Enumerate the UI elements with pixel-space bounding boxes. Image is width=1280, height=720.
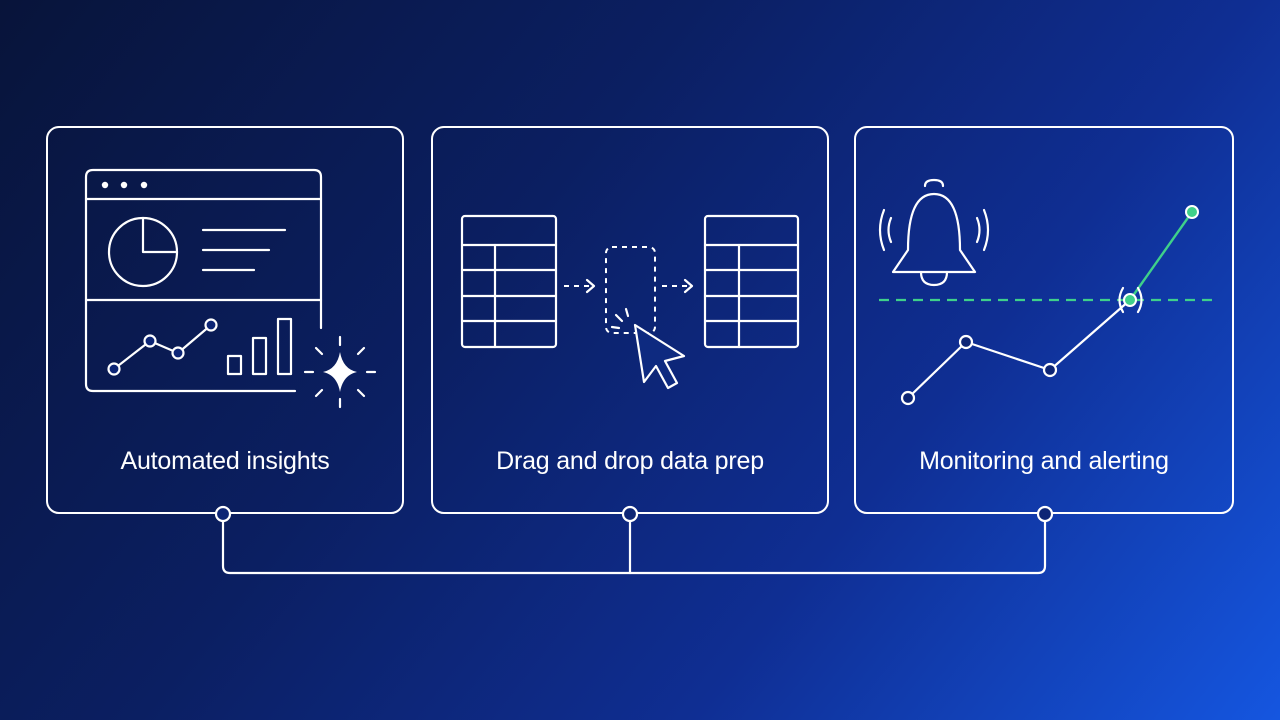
label-monitoring-alerting: Monitoring and alerting (919, 447, 1169, 475)
connector-node-1 (214, 505, 232, 523)
dashboard-sparkle-icon (84, 168, 377, 409)
connector-node-2 (621, 505, 639, 523)
table-drag-drop-icon (460, 214, 800, 390)
label-automated-insights: Automated insights (120, 447, 330, 475)
connector-lines (221, 512, 1047, 575)
bell-alert-chart-icon (878, 178, 1212, 406)
label-drag-drop-data-prep: Drag and drop data prep (496, 447, 764, 475)
connector-node-3 (1036, 505, 1054, 523)
